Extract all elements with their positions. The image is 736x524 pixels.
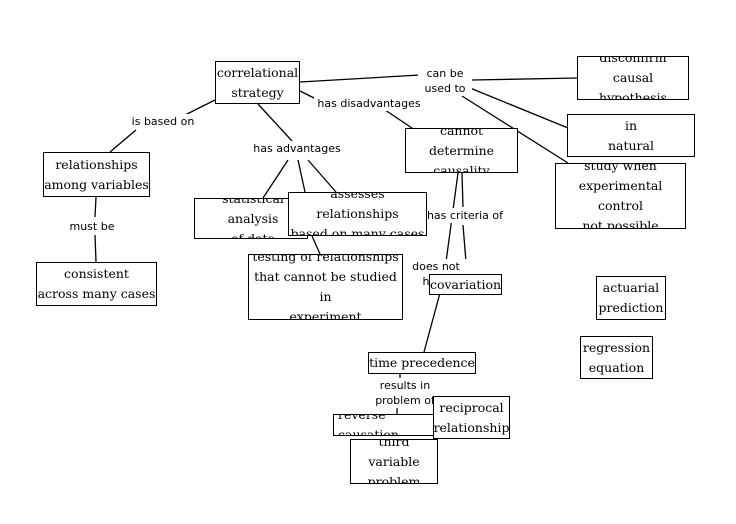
- connector-relationships-to-must-be: [94, 196, 97, 218]
- connector-has-advantages-to-assesses-right: [307, 159, 337, 193]
- link-label-must-be: must be: [66, 219, 118, 234]
- link-text-has-disadvantages: has disadvantages: [317, 97, 421, 110]
- link-label-results-in-problem-of: results in problem of: [372, 378, 438, 408]
- connector-cannot-determine-to-has-criteria: [461, 172, 464, 208]
- connector-assesses-to-testing: [311, 235, 321, 255]
- concept-consistent-across-cases[interactable]: consistent across many cases: [36, 262, 157, 306]
- concept-third-variable-problem[interactable]: third variable problem: [350, 439, 438, 484]
- concept-disconfirm-causal-hypothesis[interactable]: disconfirm causal hypothesis: [577, 56, 689, 100]
- concept-time-precedence[interactable]: time precedence: [368, 352, 476, 374]
- concept-text-regression: regression equation: [582, 339, 651, 375]
- link-label-is-based-on: is based on: [127, 114, 199, 129]
- connector-has-advantages-to-statistical: [262, 159, 289, 199]
- concept-study-phenomena[interactable]: study phenomena in natural environment: [567, 114, 695, 157]
- concept-text-disconfirm: disconfirm causal hypothesis: [599, 56, 667, 100]
- concept-reverse-causation[interactable]: reverse causation: [333, 414, 443, 436]
- concept-relationships-among-variables[interactable]: relationships among variables: [43, 152, 150, 197]
- connector-can-be-used-to-phenomena: [469, 87, 569, 129]
- link-label-has-disadvantages: has disadvantages: [314, 96, 424, 111]
- concept-text-reciprocal: reciprocal relationship: [433, 399, 510, 435]
- concept-text-time-precedence: time precedence: [369, 355, 475, 370]
- concept-text-testing: testing of relationships that cannot be …: [252, 254, 399, 320]
- concept-text-covariation: covariation: [429, 276, 502, 292]
- concept-study-when-experimental[interactable]: study when experimental control not poss…: [555, 163, 686, 229]
- connector-strategy-to-can-be-used: [299, 74, 421, 83]
- link-text-is-based-on: is based on: [131, 115, 195, 128]
- connector-strategy-to-is-based-on: [184, 99, 216, 116]
- connector-covariation-to-time-precedence: [423, 292, 441, 353]
- connector-has-disadvantages-to-cannot-determine: [384, 109, 413, 129]
- concept-regression-equation[interactable]: regression equation: [580, 336, 653, 379]
- connector-is-based-on-to-relationships: [109, 129, 137, 153]
- connector-must-be-to-consistent: [94, 234, 97, 263]
- link-text-can-be-used-to: can be used to: [424, 67, 466, 95]
- concept-covariation[interactable]: covariation: [429, 274, 502, 295]
- concept-text-correlational-strategy: correlational strategy: [216, 64, 299, 100]
- link-text-has-advantages: has advantages: [253, 142, 341, 155]
- concept-text-relationships: relationships among variables: [44, 156, 149, 192]
- connector-can-be-used-to-disconfirm: [471, 77, 579, 81]
- concept-text-assesses: assesses relationships based on many cas…: [290, 192, 425, 236]
- link-text-must-be: must be: [69, 220, 115, 233]
- concept-testing-of-relationships[interactable]: testing of relationships that cannot be …: [248, 254, 403, 320]
- concept-reciprocal-relationship[interactable]: reciprocal relationship: [433, 396, 510, 439]
- connector-has-advantages-to-assesses: [297, 159, 306, 193]
- concept-assesses-relationships[interactable]: assesses relationships based on many cas…: [288, 192, 427, 236]
- concept-text-third-variable: third variable problem: [367, 439, 421, 484]
- link-label-has-criteria-of: has criteria of: [426, 208, 504, 223]
- concept-actuarial-prediction[interactable]: actuarial prediction: [596, 276, 666, 320]
- concept-text-actuarial: actuarial prediction: [598, 280, 664, 315]
- concept-text-statistical: statistical analysis of data: [222, 198, 284, 239]
- link-label-can-be-used-to: can be used to: [418, 66, 472, 96]
- concept-text-reverse: reverse causation: [338, 414, 399, 436]
- link-text-has-criteria-of: has criteria of: [426, 209, 504, 222]
- link-label-has-advantages: has advantages: [250, 141, 344, 156]
- concept-cannot-determine-causality[interactable]: cannot determine causality: [405, 128, 518, 173]
- connector-strategy-to-has-advantages: [257, 103, 293, 142]
- concept-text-study-phenomena: study phenomena in natural environment: [607, 117, 654, 153]
- concept-text-cannot-determine: cannot determine causality: [428, 128, 495, 173]
- concept-text-study-when: study when experimental control not poss…: [578, 163, 663, 229]
- concept-text-consistent: consistent across many cases: [37, 266, 156, 301]
- link-text-results-in-problem-of: results in problem of: [375, 379, 435, 407]
- concept-correlational-strategy[interactable]: correlational strategy: [215, 61, 300, 104]
